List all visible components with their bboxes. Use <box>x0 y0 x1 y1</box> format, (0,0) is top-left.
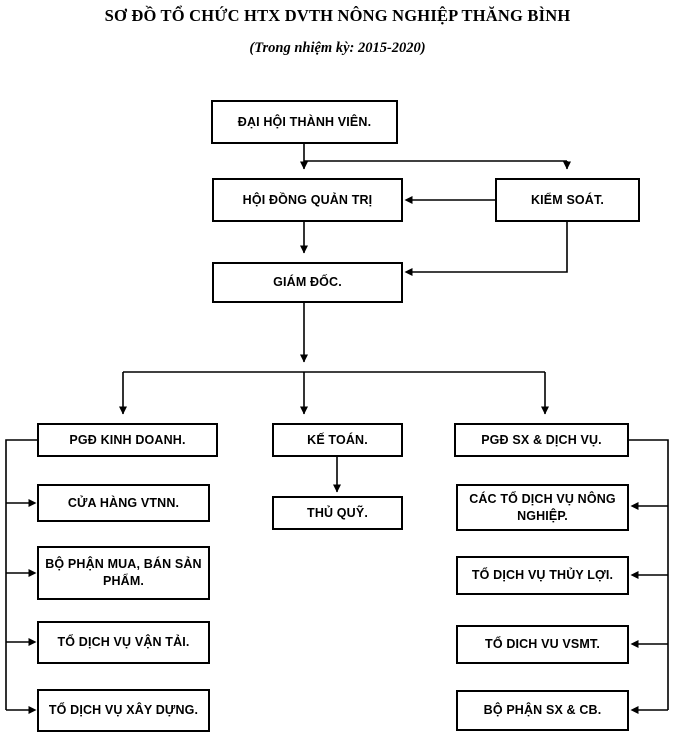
node-thu-quy[interactable]: THỦ QUỸ. <box>272 496 403 530</box>
node-label: TỔ DỊCH VỤ XÂY DỰNG. <box>48 703 199 718</box>
node-label: PGĐ KINH DOANH. <box>69 432 186 447</box>
node-label: CÁC TỔ DỊCH VỤ NÔNG NGHIỆP. <box>469 491 616 523</box>
page-subtitle: (Trong nhiệm kỳ: 2015-2020) <box>249 40 426 56</box>
node-pgd-sx-dich-vu[interactable]: PGĐ SX & DỊCH VỤ. <box>454 423 629 457</box>
node-hoi-dong-quan-tri[interactable]: HỘI ĐỒNG QUẢN TRỊ <box>212 178 403 222</box>
node-giam-doc[interactable]: GIÁM ĐỐC. <box>212 262 403 303</box>
page-title: SƠ ĐỒ TỔ CHỨC HTX DVTH NÔNG NGHIỆP THĂNG… <box>104 6 571 25</box>
node-bo-phan-mua-ban-san-pham[interactable]: BỘ PHẬN MUA, BÁN SẢN PHẨM. <box>37 546 210 600</box>
node-label: TỔ DICH VU VSMT. <box>485 637 600 652</box>
node-cac-to-dich-vu-nong-nghiep[interactable]: CÁC TỔ DỊCH VỤ NÔNG NGHIỆP. <box>456 484 629 531</box>
node-dai-hoi-thanh-vien[interactable]: ĐẠI HỘI THÀNH VIÊN. <box>211 100 398 144</box>
node-ke-toan[interactable]: KẾ TOÁN. <box>272 423 403 457</box>
node-label: PGĐ SX & DỊCH VỤ. <box>481 432 602 447</box>
node-label: BỘ PHẬN SX & CB. <box>483 703 602 718</box>
node-to-dich-vu-xay-dung[interactable]: TỔ DỊCH VỤ XÂY DỰNG. <box>37 689 210 732</box>
node-label: HỘI ĐỒNG QUẢN TRỊ <box>242 192 373 207</box>
node-label: ĐẠI HỘI THÀNH VIÊN. <box>237 114 372 129</box>
node-pgd-kinh-doanh[interactable]: PGĐ KINH DOANH. <box>37 423 218 457</box>
node-to-dich-vu-van-tai[interactable]: TỔ DỊCH VỤ VẬN TẢI. <box>37 621 210 664</box>
node-label: TỔ DỊCH VỤ THỦY LỢI. <box>471 568 614 583</box>
node-label: BỘ PHẬN MUA, BÁN SẢN PHẨM. <box>45 557 202 588</box>
node-label: CỬA HÀNG VTNN. <box>67 495 180 510</box>
node-label: KẾ TOÁN. <box>307 432 368 447</box>
node-bo-phan-sx-cb[interactable]: BỘ PHẬN SX & CB. <box>456 690 629 731</box>
node-label: THỦ QUỸ. <box>307 505 368 520</box>
node-label: TỔ DỊCH VỤ VẬN TẢI. <box>57 635 190 650</box>
node-label: GIÁM ĐỐC. <box>273 275 342 290</box>
node-to-dich-vu-thuy-loi[interactable]: TỔ DỊCH VỤ THỦY LỢI. <box>456 556 629 595</box>
node-to-dich-vu-vsmt[interactable]: TỔ DICH VU VSMT. <box>456 625 629 664</box>
node-label: KIỂM SOÁT. <box>530 192 605 207</box>
node-kiem-soat[interactable]: KIỂM SOÁT. <box>495 178 640 222</box>
node-cua-hang-vtnn[interactable]: CỬA HÀNG VTNN. <box>37 484 210 522</box>
